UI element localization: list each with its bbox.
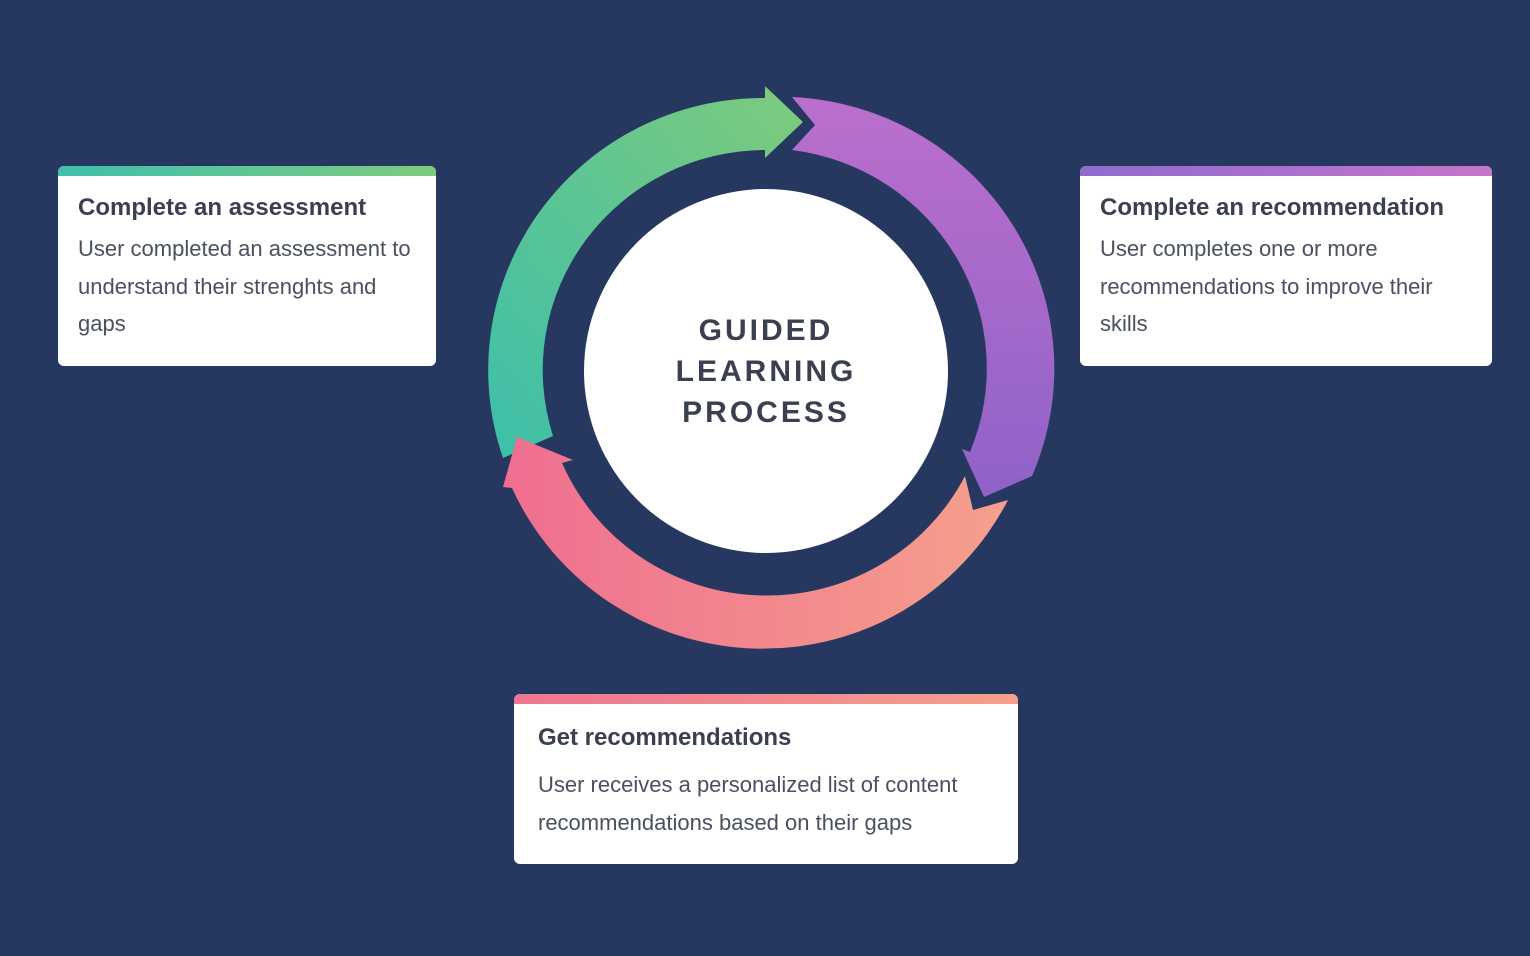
card-accent-bar xyxy=(514,694,1018,704)
step-card-get-recommendations: Get recommendations User receives a pers… xyxy=(514,694,1018,864)
card-accent-bar xyxy=(1080,166,1492,176)
arrow-complete-to-assess xyxy=(503,437,1008,649)
step-card-assessment: Complete an assessment User completed an… xyxy=(58,166,436,366)
center-title: GUIDED LEARNING PROCESS xyxy=(585,190,947,552)
step-card-complete-recommendation: Complete an recommendation User complete… xyxy=(1080,166,1492,366)
center-circle xyxy=(584,189,948,553)
center-title-line-2: LEARNING xyxy=(675,354,857,388)
card-accent-bar xyxy=(58,166,436,176)
card-description: User receives a personalized list of con… xyxy=(538,772,958,835)
card-description: User completed an assessment to understa… xyxy=(78,236,411,336)
arrow-assess-to-recommend xyxy=(488,86,803,458)
arrow-recommend-to-complete xyxy=(792,97,1055,497)
card-description: User completes one or more recommendatio… xyxy=(1100,236,1433,336)
center-title-line-3: PROCESS xyxy=(682,395,850,429)
center-title-line-1: GUIDED xyxy=(698,313,834,347)
card-title: Complete an assessment xyxy=(78,194,367,221)
card-title: Get recommendations xyxy=(538,724,792,751)
card-title: Complete an recommendation xyxy=(1100,194,1445,221)
